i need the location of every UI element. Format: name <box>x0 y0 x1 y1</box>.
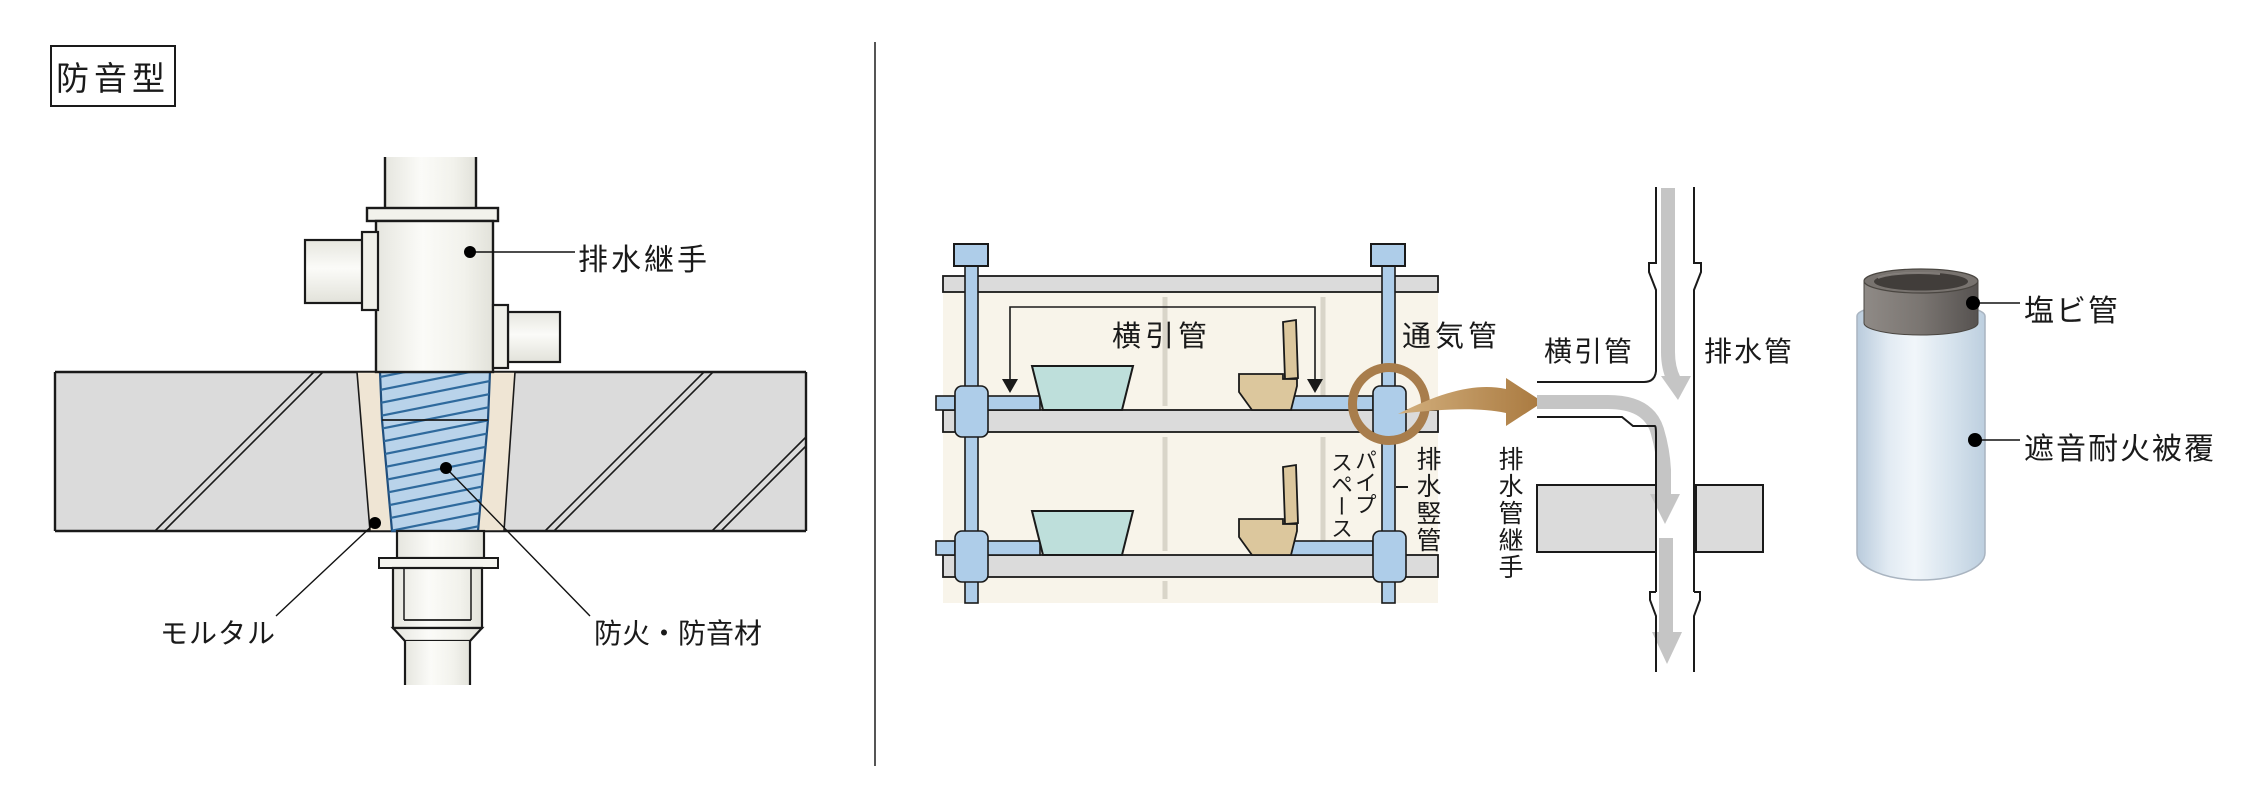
toilets <box>1238 318 1299 556</box>
label-vent-pipe: 通気管 <box>1402 319 1502 353</box>
label-drain-pipe-fitting: 排水管継手 <box>1495 446 1524 581</box>
right-leader-dots <box>1966 296 1982 447</box>
drain-fitting-body <box>303 157 562 685</box>
detail-pipe-outline <box>1537 187 1702 672</box>
label-drain-fitting: 排水継手 <box>578 243 710 278</box>
right-leader-lines <box>1976 302 2020 441</box>
label-drain-pipe: 排水管 <box>1704 335 1795 368</box>
floor-slabs <box>942 275 1439 578</box>
label-mortar: モルタル <box>160 617 277 650</box>
left-leader-lines <box>275 251 591 617</box>
label-pvc-pipe: 塩ビ管 <box>2024 294 2120 329</box>
sinks <box>1030 365 1135 556</box>
label-horizontal-pipe-detail: 横引管 <box>1544 335 1635 368</box>
fire-sound-material <box>378 370 492 533</box>
flow-detail <box>1536 187 1764 672</box>
pvc-pipe-top <box>1863 268 1979 336</box>
left-leader-dots <box>369 246 476 529</box>
detail-arrow <box>1398 378 1543 426</box>
label-fire-sound-material: 防火・防音材 <box>594 617 763 650</box>
label-horizontal-pipe: 横引管 <box>1112 319 1212 353</box>
flow-arrows <box>1537 188 1691 664</box>
title-box: 防音型 <box>50 45 176 107</box>
label-sound-fire-covering: 遮音耐火被覆 <box>2024 432 2216 467</box>
sound-fire-covering <box>1856 302 1986 581</box>
faint-partitions <box>1162 297 1326 599</box>
label-drain-stack: 排水竪管 <box>1413 446 1442 554</box>
covered-pipe-figure <box>1856 268 2020 581</box>
label-pipe-space-line1: パイプ <box>1351 449 1376 515</box>
left-slab-section <box>53 370 808 533</box>
label-pipe-space-line2: スペース <box>1327 451 1352 539</box>
yokobiki-bracket <box>1002 306 1323 393</box>
building-section <box>935 243 1543 604</box>
slab-hatch-lines <box>154 371 807 532</box>
